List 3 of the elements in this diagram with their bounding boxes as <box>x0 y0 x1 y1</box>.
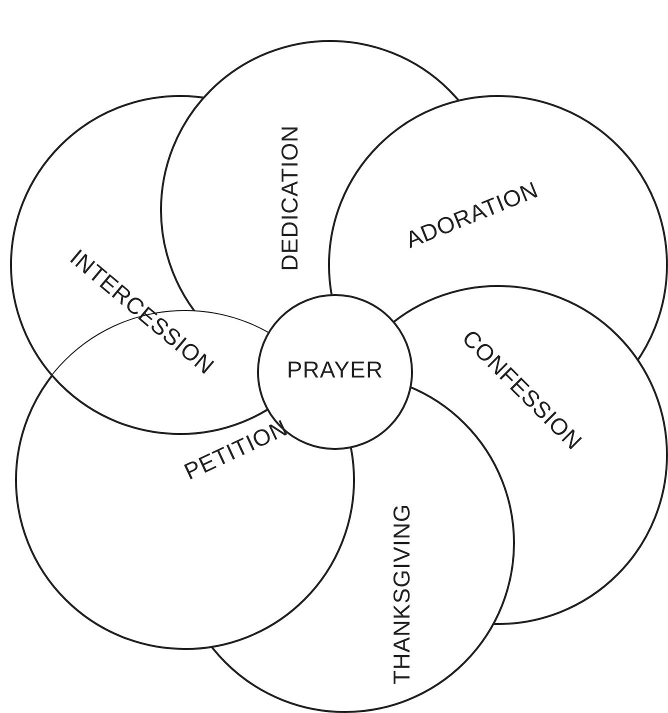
petal-label: THANKSGIVING <box>390 504 414 684</box>
center-label: PRAYER <box>286 358 384 382</box>
petal-label: DEDICATION <box>278 125 302 271</box>
